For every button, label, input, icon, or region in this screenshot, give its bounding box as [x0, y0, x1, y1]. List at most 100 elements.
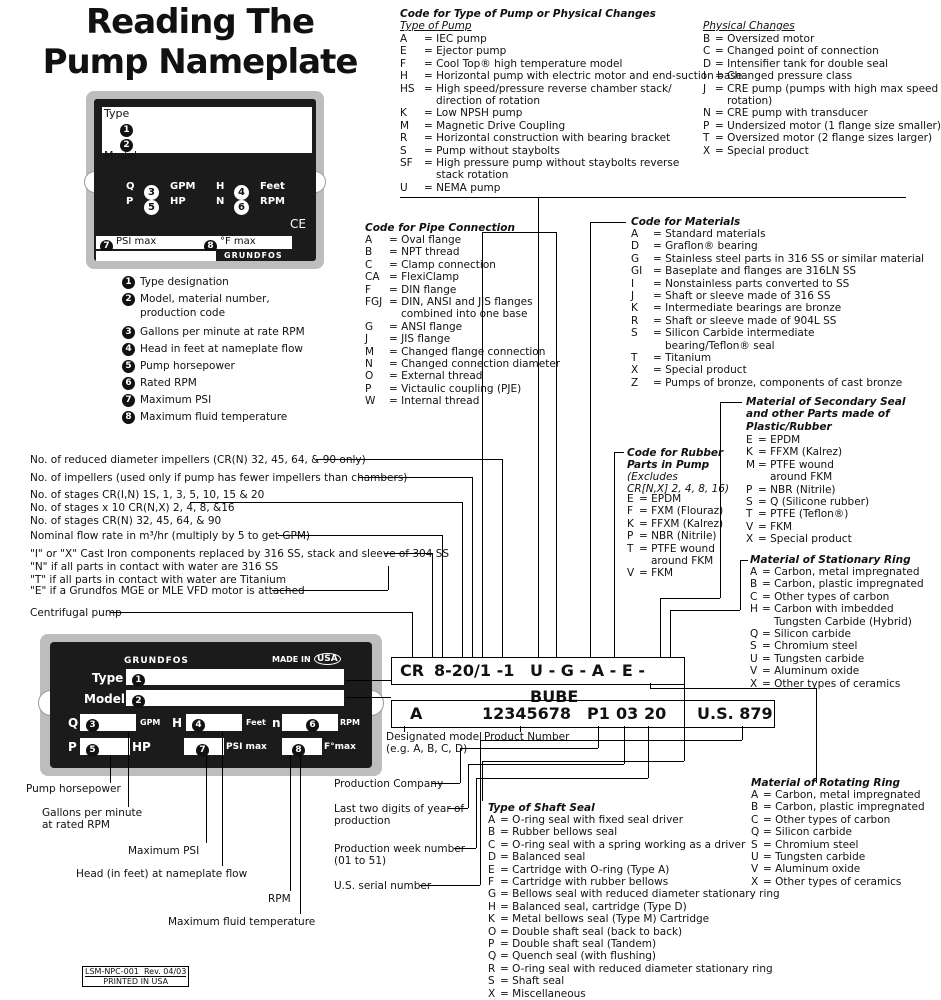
code-letter: D	[703, 57, 712, 70]
code-description: = Quench seal (with flushing)	[500, 950, 656, 963]
label-rpm: RPM	[268, 893, 291, 905]
code-letter: R	[631, 314, 639, 327]
code-letter: B	[703, 33, 711, 45]
code-entry: F= Cool Top® high temperature model	[400, 58, 742, 70]
code-description: = Standard materials	[653, 228, 766, 240]
label-maximum-psi: Maximum PSI	[128, 845, 200, 857]
code-entry: U= Tungsten carbide	[751, 851, 925, 863]
code-description: = High speed/pressure reverse chamber st…	[424, 82, 672, 95]
code-letter: C	[488, 838, 496, 851]
code-description: = Balanced seal	[500, 851, 586, 864]
legend-number: 4	[122, 342, 135, 356]
legend-text: Pump horsepower	[140, 360, 235, 372]
code-letter: M	[400, 119, 410, 132]
code-description: = IEC pump	[424, 33, 487, 45]
code-description: = Q (Silicone rubber)	[758, 496, 870, 509]
code-description: = Nonstainless parts converted to SS	[653, 277, 850, 290]
code-entry: T = Oversized motor (2 flange sizes large…	[703, 132, 941, 144]
code-description: = FXM (Flouraz)	[639, 505, 724, 518]
code-letter: SF	[400, 157, 413, 170]
code-entry: V= Aluminum oxide	[751, 863, 925, 875]
code-entry: A = IEC pump	[400, 33, 742, 45]
code-letter: J	[365, 333, 369, 346]
code-entry: D= Intensifier tank for double seal	[703, 58, 941, 70]
label-gallons: Gallons per minute at rated RPM	[42, 807, 143, 832]
code-letter: HS	[400, 82, 415, 95]
code-entry: E= Ejector pump	[400, 45, 742, 57]
ce-mark: CE	[290, 217, 306, 231]
code-description: = Carbon, plastic impregnated	[763, 801, 925, 814]
code-letter: X	[631, 364, 639, 377]
code-description: = JIS flange	[389, 333, 451, 346]
code-letter: I	[631, 277, 635, 290]
code-description: = Oval flange	[389, 234, 462, 246]
code-description: = ANSI flange	[389, 320, 463, 333]
code-description: around FKM	[651, 555, 714, 568]
legend-number: 6	[122, 376, 135, 390]
label-head: Head (in feet) at nameplate flow	[76, 868, 248, 880]
code-description: = Changed connection diameter	[389, 358, 561, 371]
code-entry: B= Rubber bellows seal	[488, 826, 780, 838]
code-entry: A= Standard materials	[631, 228, 924, 240]
secondary-seal-heading: Material of Secondary Seal and other Par…	[746, 396, 906, 433]
code-entry: K= FFXM (Kalrez)	[627, 518, 723, 530]
legend-text: Model, material number,	[140, 293, 270, 305]
code-entry: D= Balanced seal	[488, 851, 780, 863]
code-entry: A= Carbon, metal impregnated	[750, 566, 924, 578]
code-letter: R	[400, 132, 408, 145]
code-entry: P= Undersized motor (1 flange size small…	[703, 120, 941, 132]
code-description: rotation)	[727, 95, 773, 108]
code-letter	[400, 95, 424, 107]
code-letter	[746, 471, 758, 483]
code-description: = Double shaft seal (back to back)	[500, 925, 683, 938]
note-impellers: No. of impellers (used only if pump has …	[30, 472, 408, 484]
code-description: = Metal bellows seal (Type M) Cartridge	[500, 913, 710, 926]
code-letter: X	[703, 144, 711, 157]
code-description: = Carbon, plastic impregnated	[762, 578, 924, 591]
code-letter: F	[627, 505, 634, 518]
code-entry: S= Chromium steel	[750, 640, 924, 652]
code-description: = Carbon, metal impregnated	[762, 566, 920, 578]
code-entry: bearing/Teflon® seal	[631, 340, 924, 352]
note-iron-2: "N" if all parts in contact with water a…	[30, 561, 279, 573]
code-description: = High pressure pump without staybolts r…	[424, 157, 680, 170]
code-description: = Graflon® bearing	[653, 240, 758, 253]
code-description: = O-ring seal with a spring working as a…	[500, 838, 746, 851]
code-description: = Aluminum oxide	[763, 863, 861, 876]
code-letter	[365, 308, 389, 320]
code-entry: S= Shaft seal	[488, 975, 780, 987]
code-description: = Intensifier tank for double seal	[715, 57, 889, 70]
note-stages-3: No. of stages CR(N) 32, 45, 64, & 90	[30, 515, 222, 527]
code-description: = Balanced seal, cartridge (Type D)	[500, 900, 687, 913]
code-description: = PTFE wound	[639, 542, 715, 555]
label-serial-number: U.S. serial number	[334, 880, 432, 892]
code-letter: S	[400, 144, 407, 157]
code-letter: Q	[751, 826, 760, 839]
pipe-heading: Code for Pipe Connection	[365, 222, 515, 234]
code-letter: U	[751, 851, 759, 864]
code-description: = EPDM	[639, 493, 682, 505]
code-entry: X= Miscellaneous	[488, 988, 780, 1000]
code-letter: T	[703, 132, 710, 145]
code-description: = Other types of carbon	[763, 813, 891, 826]
code-letter: A	[400, 33, 408, 45]
label-production-week: Production week number (01 to 51)	[334, 843, 466, 868]
code-description: = Undersized motor (1 flange size smalle…	[715, 119, 941, 132]
code-description: = Titanium	[653, 352, 712, 365]
code-description: = Changed pressure class	[715, 70, 853, 83]
code-entry: S= Silicon Carbide intermediate	[631, 327, 924, 339]
code-entry: S= Chromium steel	[751, 839, 925, 851]
code-letter	[631, 340, 653, 352]
code-letter: H	[400, 70, 408, 83]
code-description: = Oversized motor (2 flange sizes larger…	[715, 132, 933, 145]
label-production-year: Last two digits of year of production	[334, 803, 465, 828]
code-entry: T= PTFE wound	[627, 543, 723, 555]
code-letter: I	[703, 70, 707, 83]
code-description: = Ejector pump	[424, 45, 507, 58]
